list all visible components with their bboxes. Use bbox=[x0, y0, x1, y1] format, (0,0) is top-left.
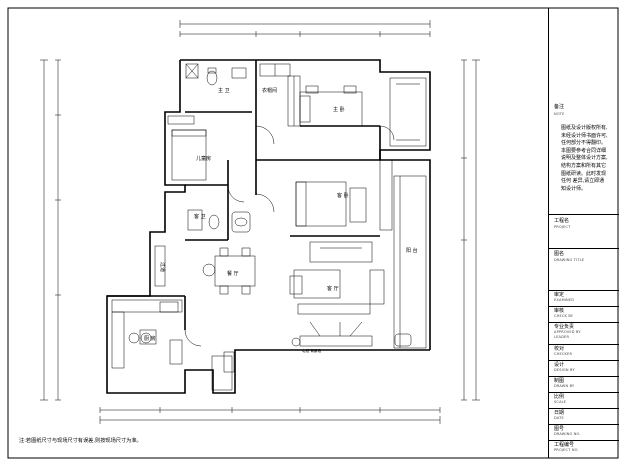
title-block-label-8: 比例 bbox=[554, 394, 565, 400]
room-label-living: 客 厅 bbox=[327, 285, 339, 292]
title-block-sub-11: PROJECT NO. bbox=[554, 448, 579, 452]
notes-title: 备注 bbox=[554, 104, 565, 110]
balcony-outline bbox=[389, 77, 427, 349]
title-block-sub-9: DATE bbox=[554, 416, 564, 420]
notes-line: 图纸研读。此时发现 bbox=[561, 170, 607, 177]
title-block-label-10: 图号 bbox=[554, 426, 565, 432]
title-block-label-4: 专业负责 bbox=[554, 324, 575, 330]
title-block-sub-5: CHECKER bbox=[554, 352, 573, 356]
title-block: 备注 NOTE 工程名 PROJECT 图名 DRAWING TITLE 审定 … bbox=[548, 8, 619, 458]
title-block-label-6: 设计 bbox=[554, 362, 565, 368]
dimension-lines bbox=[40, 20, 480, 424]
room-label-kitchen: 厨 房 bbox=[144, 335, 156, 342]
title-block-sub-0: PROJECT bbox=[554, 225, 571, 229]
room-label-kids-room: 儿童房 bbox=[196, 155, 211, 162]
room-label-second-bathroom: 客 卫 bbox=[194, 213, 206, 220]
room-label-balcony: 阳 台 bbox=[406, 247, 418, 254]
title-block-sub-6: DESIGN BY bbox=[554, 368, 575, 372]
title-block-label-0: 工程名 bbox=[554, 218, 570, 224]
title-block-label-5: 校对 bbox=[554, 346, 565, 352]
title-block-label-1: 图名 bbox=[554, 251, 565, 257]
notes-line: 未经设计师书面许可, bbox=[561, 132, 608, 139]
title-block-label-2: 审定 bbox=[554, 292, 565, 298]
footer-note: 注:若图纸尺寸与现场尺寸有误差,则按现场尺寸为准。 bbox=[19, 438, 142, 444]
notes-line: 结构方案和所有其它 bbox=[561, 162, 607, 169]
title-block-label-7: 制图 bbox=[554, 378, 565, 384]
title-block-label-9: 日期 bbox=[554, 410, 565, 416]
furniture bbox=[111, 63, 395, 391]
title-block-sub-1: DRAWING TITLE bbox=[554, 258, 585, 262]
sheet-border bbox=[7, 7, 619, 459]
title-block-sub-7: DRAWN BY bbox=[554, 384, 575, 388]
notes-line: 本图要参考合同详细 bbox=[561, 147, 607, 154]
title-block-label-3: 审核 bbox=[554, 308, 565, 314]
notes-body: 图纸及设计版权所有, 未经设计师书面许可, 任何部分不得翻印。 本图要参考合同详… bbox=[561, 125, 615, 193]
title-block-sub-8: SCALE bbox=[554, 400, 567, 404]
notes-line: 任何部分不得翻印。 bbox=[561, 140, 607, 147]
room-label-bathroom: 主 卫 bbox=[218, 87, 230, 94]
room-label-dining: 餐 厅 bbox=[227, 270, 239, 277]
title-block-sub-2: EXAMINED bbox=[554, 298, 575, 302]
notes-line: 图纸及设计版权所有, bbox=[561, 125, 608, 131]
title-block-sub-4: APPROVED BY LEADER bbox=[554, 330, 581, 339]
room-label-master-bedroom: 主 卧 bbox=[333, 106, 345, 113]
room-label-tv-wall: 电视 背景墙 bbox=[302, 348, 322, 353]
title-block-sub-10: DRAWING NO. bbox=[554, 432, 581, 436]
room-label-guest-bedroom: 客 卧 bbox=[337, 192, 349, 199]
notes-line: 说明及整体设计方案, bbox=[561, 155, 608, 162]
title-block-label-11: 工程编号 bbox=[554, 442, 575, 448]
notes-line: 任何 差异,请立即通 bbox=[561, 178, 605, 185]
notes-subtitle: NOTE bbox=[554, 112, 565, 116]
walls bbox=[106, 59, 431, 394]
room-label-hall-side: 过道 bbox=[159, 262, 166, 272]
title-block-sub-3: CHECK BY bbox=[554, 314, 574, 318]
room-label-cloakroom: 衣帽间 bbox=[262, 87, 277, 94]
notes-line: 知设计师。 bbox=[561, 185, 587, 192]
